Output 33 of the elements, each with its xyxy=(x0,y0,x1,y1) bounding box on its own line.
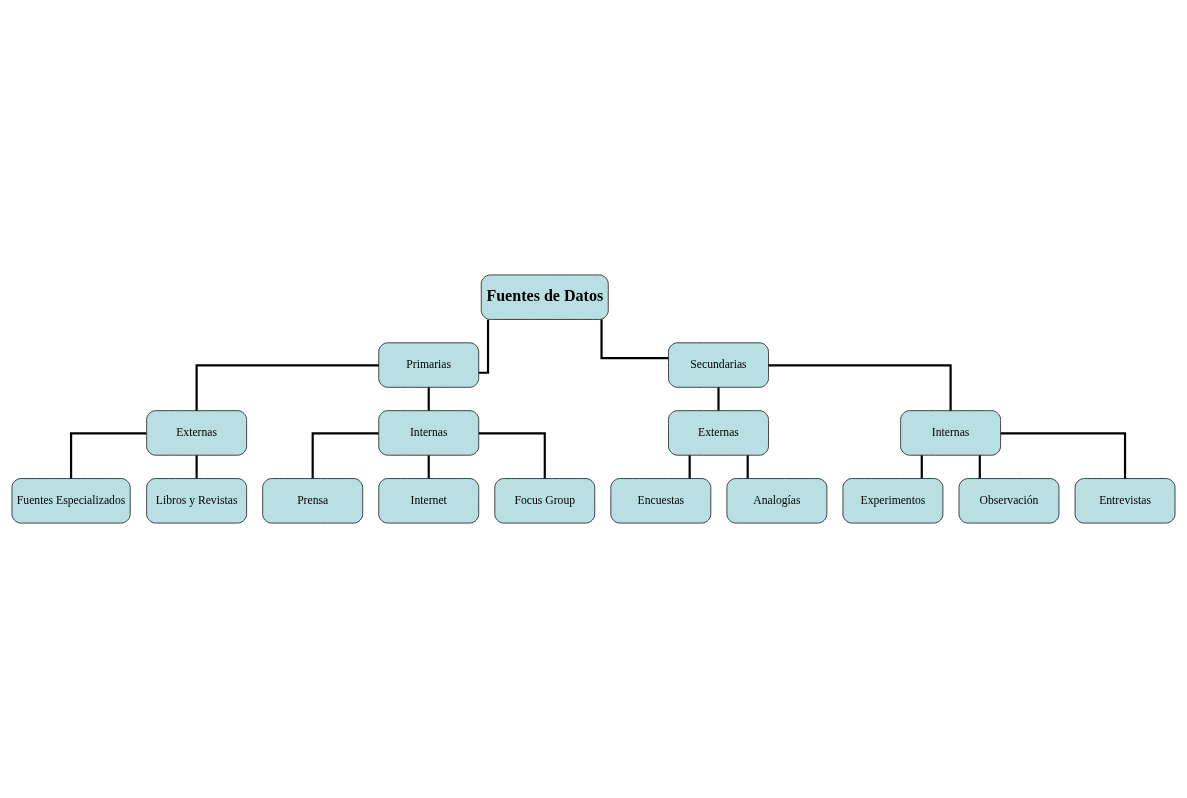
node-box: Primarias xyxy=(378,342,480,388)
node-box: Focus Group xyxy=(494,478,596,524)
node-box: Externas xyxy=(146,410,247,456)
node-box: Fuentes Especializados xyxy=(11,478,131,524)
connector xyxy=(746,455,749,479)
node-box: Internet xyxy=(378,478,480,524)
connector xyxy=(195,455,198,479)
connector xyxy=(427,387,430,411)
connector xyxy=(978,455,981,479)
connector xyxy=(688,455,691,479)
connector xyxy=(70,432,147,479)
node-box: Internas xyxy=(900,410,1001,456)
node-box: Secundarias xyxy=(668,342,769,388)
node-box: Experimentos xyxy=(842,478,944,524)
connector xyxy=(195,364,379,411)
connector xyxy=(478,319,490,374)
connector xyxy=(1000,432,1127,479)
node-box: Prensa xyxy=(262,478,364,524)
connector xyxy=(920,455,923,479)
node-box: Internas xyxy=(378,410,480,456)
connector xyxy=(600,319,669,360)
connector xyxy=(768,364,952,411)
node-box: Encuestas xyxy=(610,478,712,524)
connector xyxy=(478,432,546,479)
node-box: Fuentes de Datos xyxy=(480,274,609,320)
node-box: Libros y Revistas xyxy=(146,478,247,524)
node-box: Analogías xyxy=(726,478,828,524)
connector xyxy=(311,432,379,479)
connector xyxy=(427,455,430,479)
node-box: Externas xyxy=(668,410,769,456)
node-box: Observación xyxy=(958,478,1060,524)
node-box: Entrevistas xyxy=(1074,478,1176,524)
connector xyxy=(717,387,720,411)
